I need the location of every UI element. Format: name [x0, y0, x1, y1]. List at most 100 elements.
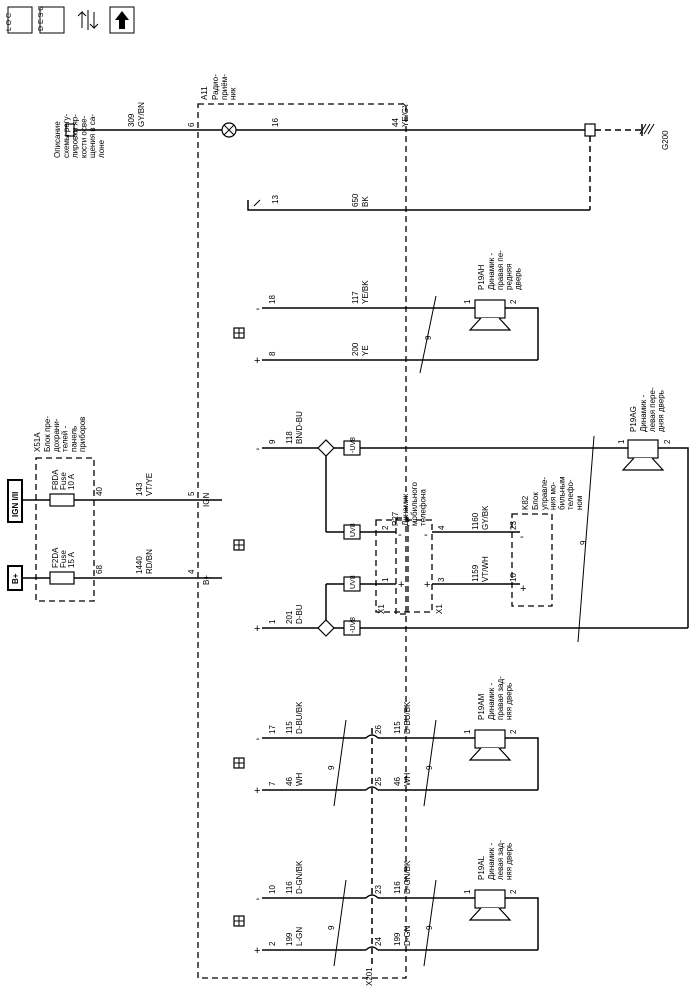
- speaker-block-icon: [233, 327, 245, 339]
- k82-plus: +: [520, 583, 526, 595]
- p19ag-ref: P19AG: [629, 406, 638, 432]
- circuit-201: 201: [285, 610, 294, 624]
- twist-9: 9: [425, 925, 434, 930]
- speaker-block-icon: [233, 757, 245, 769]
- ign-power-label: IGN I/II: [11, 492, 20, 517]
- p27-ref: P27: [391, 511, 400, 526]
- twist-9: 9: [327, 765, 336, 770]
- dimmer-description: Описаниесхемы регу-лировки яр-кости освe…: [53, 113, 106, 158]
- p19al-ref: P19AL: [477, 855, 486, 880]
- plus-2: +: [254, 945, 260, 957]
- minus-17: -: [256, 733, 260, 745]
- fb-pin-68: 68: [95, 565, 104, 574]
- p19ag-pin1: 1: [617, 439, 626, 444]
- circuit-201-color: D-BU: [295, 604, 304, 624]
- x1-connector: [395, 517, 409, 615]
- speaker-p19ag-icon: [621, 439, 665, 471]
- p19al-name: Динамик -левая зад-няя дверь: [487, 840, 514, 880]
- p27-plus-b: +: [424, 579, 430, 591]
- fuse-f8da-rating: 10 A: [67, 473, 76, 490]
- circuit-143: 143: [135, 482, 144, 496]
- pin-17: 17: [268, 725, 277, 734]
- loc-button[interactable]: L O C: [6, 6, 33, 34]
- p27-pin4: 4: [437, 525, 446, 530]
- dimmer-connector: [65, 123, 75, 137]
- plus-7: +: [254, 785, 260, 797]
- pin-9: 9: [268, 439, 277, 444]
- circuit-115-b: 115: [393, 721, 402, 734]
- p19ah-pin2: 2: [509, 299, 518, 304]
- circuit-44: 44: [391, 118, 400, 127]
- fusebox-name: Блок пре-дохрани-телей -панельприборов: [43, 416, 87, 452]
- speaker-block-icon: [233, 539, 245, 551]
- circuit-116-b-color: D-GN/BK: [403, 860, 412, 894]
- circuit-117: 117: [351, 291, 360, 304]
- fuse-f2da-rating: 15 A: [67, 551, 76, 568]
- ground-icon: [639, 123, 655, 136]
- phone-module-outline: [511, 513, 553, 607]
- p19am-pin1: 1: [463, 729, 472, 734]
- fuse-f2da-sub: Fuse: [59, 550, 68, 568]
- circuit-143-color: VT/YE: [145, 473, 154, 496]
- circuit-309-color: GY/BN: [137, 102, 146, 127]
- circuit-1440: 1440: [135, 556, 144, 574]
- x201-label: X201: [365, 967, 374, 986]
- circuit-199-color: L-GN: [295, 927, 304, 946]
- fusebox-ref: X51A: [33, 432, 42, 452]
- k82-name: Блокуправле-ния мо-бильнымтелефо-ном: [531, 476, 584, 510]
- pin-4: 4: [187, 569, 196, 574]
- ign-power-box: [7, 479, 23, 523]
- loc-label: L O C: [6, 13, 13, 31]
- x201-pin26: 26: [374, 725, 383, 734]
- circuit-650-color: BK: [361, 196, 370, 207]
- internal-ground-icon: [247, 200, 258, 211]
- circuit-117-color: YE/BK: [361, 280, 370, 304]
- circuit-116: 116: [285, 881, 294, 894]
- flow-tool-button[interactable]: [77, 10, 99, 30]
- p19ah-name: Динамик -правая пе-редняядверь: [487, 250, 522, 290]
- desc-button[interactable]: D E S C: [38, 6, 65, 34]
- radio-bplus-label: B+: [202, 575, 211, 585]
- up-arrow-button[interactable]: [109, 6, 135, 34]
- p19ah-pin1: 1: [463, 299, 472, 304]
- pin-8: 8: [268, 351, 277, 356]
- minus-10: -: [256, 893, 260, 905]
- speaker-block-icon: [233, 915, 245, 927]
- x201-pin23: 23: [374, 885, 383, 894]
- twist-9: 9: [425, 765, 434, 770]
- minus-18: -: [256, 303, 260, 315]
- circuit-115: 115: [285, 721, 294, 734]
- circuit-1440-color: RD/BN: [145, 549, 154, 574]
- splice-201-icon: [317, 619, 335, 637]
- circuit-46-b: 46: [393, 777, 402, 786]
- circuit-115-color: D-BU/BK: [295, 701, 304, 734]
- pin-16: 16: [271, 118, 280, 127]
- twisted-pair-mark: [423, 879, 437, 967]
- p19ag-name: Динамик -левая пере-дняя дверь: [639, 387, 666, 432]
- circuit-46-color: WH: [295, 772, 304, 786]
- pin-2: 2: [268, 941, 277, 946]
- x1-label-a: X1: [377, 604, 386, 614]
- up-arrow-icon: [109, 6, 135, 34]
- radio-module-outline: [197, 103, 407, 979]
- bplus-power-label: B+: [11, 573, 20, 584]
- circuit-200-color: YE: [361, 345, 370, 356]
- circuit-115-b-color: D-BU/BK: [403, 701, 412, 734]
- radio-ref: A11: [200, 86, 209, 100]
- circuit-118: 118: [285, 431, 294, 444]
- circuit-1159-color: VT/WH: [481, 556, 490, 582]
- loc-icon: [7, 6, 33, 34]
- twisted-pair-mark: [423, 719, 437, 807]
- pin-13: 13: [271, 195, 280, 204]
- inline-connector: [584, 123, 596, 137]
- p27-pin1: 1: [381, 577, 390, 582]
- circuit-1160-color: GY/BK: [481, 505, 490, 530]
- flow-tool-icon: [77, 10, 99, 30]
- fuse-f8da-name: F8DA: [51, 469, 60, 490]
- p19am-ref: P19AM: [477, 693, 486, 720]
- uv8-p27-plus: UV8: [350, 575, 357, 589]
- pin-6: 6: [187, 122, 196, 127]
- twisted-pair-mark: [333, 719, 347, 807]
- k82-pin10: 10: [509, 573, 518, 582]
- uv8-neg-bottom: -UV8: [350, 617, 357, 633]
